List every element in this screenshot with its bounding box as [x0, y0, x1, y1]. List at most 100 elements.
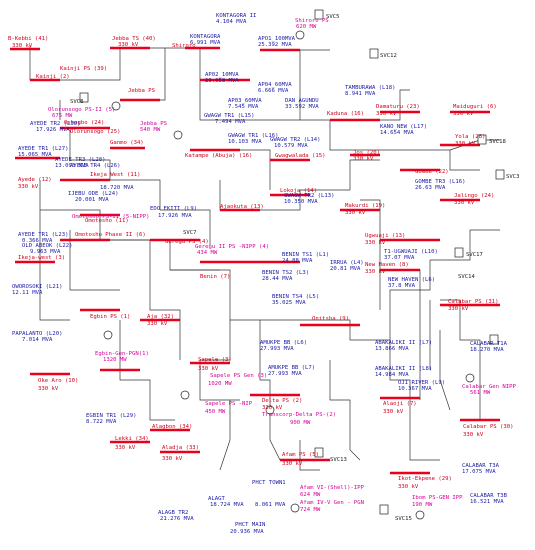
load-value: 35.025 MVA [272, 300, 306, 306]
bus-kv: 330 kV [198, 366, 219, 372]
bus-label: Kainji PS (39) [60, 66, 107, 72]
bus-label: Damaturu (23) [376, 104, 420, 110]
svc-label: SVC7 [183, 230, 196, 236]
load-name: NEW HAVEN (L6) [388, 277, 435, 283]
load-value: 17.926 MVA [36, 127, 70, 133]
svc-icon [379, 504, 389, 515]
bus-label: Ikeja West (11) [90, 172, 141, 178]
load-value: 10.579 MVA [274, 143, 308, 149]
bus-kv: 330 kV [448, 306, 469, 312]
bus-label: Jebba PS [128, 88, 155, 94]
bus-label: Makurdi (19) [345, 203, 385, 209]
load-name: GWAGW TR1 (L15) [204, 113, 255, 119]
load-value: 9.963 MVA [30, 249, 61, 255]
gen-value: 540 MW [140, 127, 161, 133]
generator-icon [180, 390, 190, 400]
load-value: 24.88 MVA [282, 258, 313, 264]
load-name: BENIN TS2 (L3) [262, 270, 309, 276]
svc-label: SVC12 [380, 53, 397, 59]
load-value: 18.720 MVA [100, 185, 134, 191]
gen-value: 900 MW [290, 420, 311, 426]
bus-kv: 330 kV [365, 269, 386, 275]
bus-label: B-Kebbi (41) [8, 36, 48, 42]
load-name: GWAGW TR2 (L14) [270, 137, 321, 143]
load-name: ALAGB TR2 [158, 510, 188, 516]
load-name: CALABAR T1A [470, 341, 508, 347]
bus-label: Egbin PS (1) [90, 314, 130, 320]
load-labels: KONTAGORA II 4.104 MVA KONTAGORA 6.991 M… [12, 13, 508, 535]
bus-label: Omotosho (11) [85, 218, 129, 224]
bus-label: Ajaokuta (13) [220, 204, 264, 210]
bus-label: New Haven (8) [365, 262, 409, 268]
bus-kv: 330 kV [463, 432, 484, 438]
generator-labels: Shiroro PS 620 MW Olorunsogo PS-II (5) 6… [48, 18, 517, 513]
generator-icon [265, 405, 275, 415]
load-name: GWAGW TR1 (L16) [228, 133, 279, 139]
gen-name: Afam IV-V Gen - PGN [300, 500, 364, 506]
gen-name: Olorunsogo PS-II (5) [48, 107, 115, 113]
load-name: AYEDE TR2 (L30) [30, 121, 81, 127]
load-name: T1-UGWUAJI (L10) [384, 249, 438, 255]
load-name: AYEDE TR4 (L26) [70, 163, 121, 169]
bus-label: Omotosho Phase II (6) [75, 232, 146, 238]
gen-name: Geregu II PS -NIPP (4) [195, 244, 269, 250]
load-value: 20.936 MVA [230, 529, 264, 535]
bus-label: Calabar PS (31) [448, 299, 499, 305]
load-value: 6.991 MVA [190, 40, 221, 46]
svc-icon [314, 447, 324, 458]
svc-label: SVC18 [489, 139, 506, 145]
gen-value: 561 MW [470, 390, 491, 396]
bus-label: Ikeja-west (3) [18, 255, 65, 261]
load-name: GWAGW TR2 (L13) [284, 193, 335, 199]
load-name: DAN AGUNDU [285, 98, 319, 104]
generator-icon [173, 130, 183, 140]
generator-icon [415, 510, 425, 520]
bus-kv: 330 kV [398, 484, 419, 490]
load-name: GOMBE TR3 (L16) [415, 179, 466, 185]
svc-icon [495, 169, 505, 180]
load-name: AP03_60MVA [228, 98, 262, 104]
bus-label: Ugwuaji (13) [365, 233, 405, 239]
bus-kv: 330 kV [383, 409, 404, 415]
generator-icon [103, 330, 113, 340]
svc-icon [454, 247, 464, 258]
bus-label: Ganmo (34) [110, 140, 144, 146]
load-value: 27.993 MVA [268, 371, 302, 377]
bus-kv: 330 kV [262, 405, 283, 411]
bus-label: Alagbon (34) [152, 424, 192, 430]
load-name: AP02_10MVA [205, 72, 239, 78]
gen-name: Afam VI-(Shell)-IPP [300, 485, 365, 491]
bus-label: Olorunsogo (25) [70, 129, 121, 135]
bus-kv: 330 kV [453, 111, 474, 117]
svc-icon [489, 334, 499, 345]
load-value: 13.093 MVA [55, 163, 89, 169]
bus-kv: 330 kV [376, 111, 397, 117]
load-name: PHCT MAIN [235, 522, 265, 528]
load-value: 10.103 MVA [228, 139, 262, 145]
svc-label: SVC14 [458, 274, 475, 280]
bus-kv: 330 kV [18, 184, 39, 190]
bus-label: Jos (20) [353, 150, 380, 156]
bus-kv: 330 kV [365, 240, 386, 246]
load-name: AYEDE TR1 (L27) [18, 146, 69, 152]
load-value: 14.984 MVA [375, 372, 409, 378]
load-value: 37.8 MVA [388, 283, 416, 289]
bus-label: Afam PS (5) [282, 452, 319, 458]
gen-name: Omotosho PS-II (5-NIPP) [72, 214, 149, 220]
load-value: 25.392 MVA [258, 42, 292, 48]
bus-kv: 330 kV [455, 141, 476, 147]
load-name: KONTAGORA II [216, 13, 256, 19]
bus-label: Alaoji (7) [383, 401, 417, 407]
load-name: PHCT TOWN1 [252, 480, 286, 486]
gen-name: Sapele PS -NIP [205, 401, 253, 407]
load-name: ABAKALIKI II (L7) [375, 340, 432, 346]
bus-label: Sapele (3) [198, 357, 232, 363]
load-value: 7.545 MVA [228, 104, 259, 110]
load-name: IRRUA (L4) [330, 260, 364, 266]
bus-label: Jebba TS (40) [112, 36, 156, 42]
bus-label: Aladja (33) [162, 445, 199, 451]
load-value: 17.926 MVA [158, 213, 192, 219]
svc-label: SVC5 [326, 14, 339, 20]
gen-value: 434 MW [197, 250, 218, 256]
